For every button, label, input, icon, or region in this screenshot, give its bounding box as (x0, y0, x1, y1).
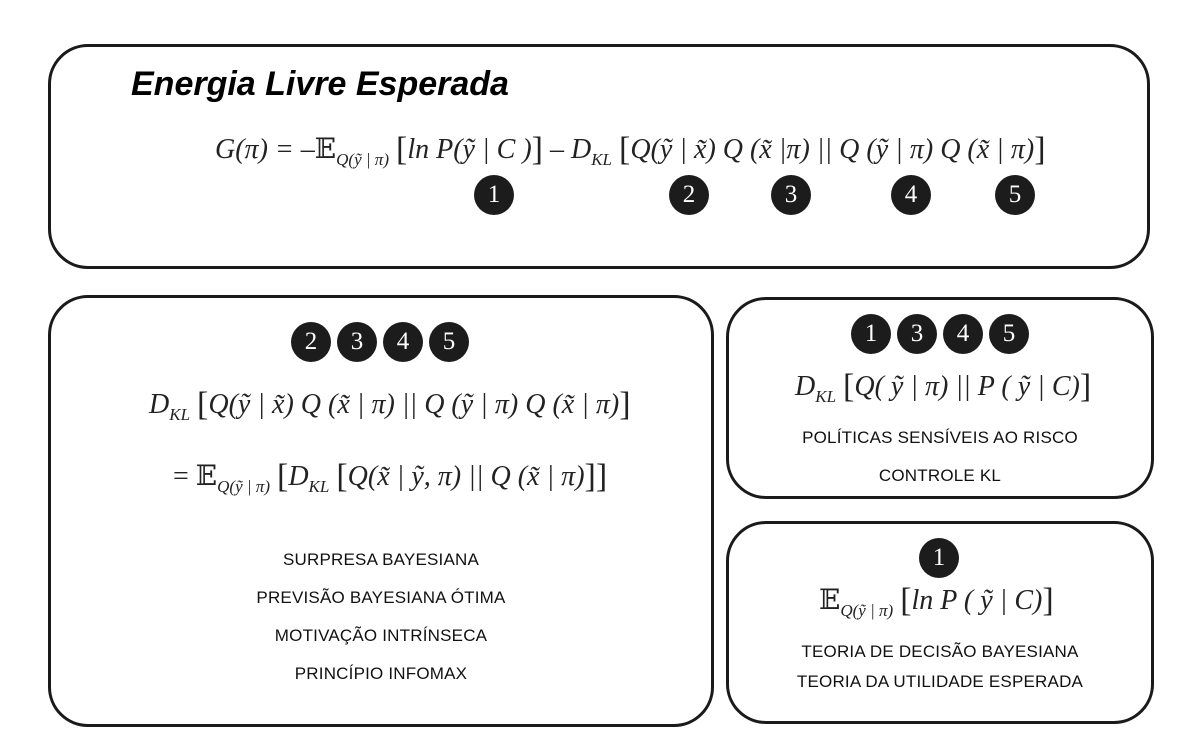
kl-term: Q(x̃ | ỹ, π) || Q (x̃ | π) (347, 461, 585, 492)
kl-operator: – D (542, 134, 592, 165)
kl-term: Q( ỹ | π) || P ( ỹ | C) (854, 371, 1080, 402)
badge-1: 1 (851, 314, 891, 354)
expected-utility-equation: 𝔼Q(ỹ | π) [ln P ( ỹ | C)] (819, 582, 1054, 620)
concept-label: MOTIVAÇÃO INTRÍNSECA (274, 626, 488, 645)
expectation-subscript: Q(ỹ | π) (217, 477, 270, 496)
panel-title: Energia Livre Esperada (131, 65, 509, 103)
badge-5: 5 (995, 175, 1035, 215)
kl-subscript: KL (591, 150, 613, 169)
concept-label: PREVISÃO BAYESIANA ÓTIMA (256, 588, 506, 607)
kl-term: Q(ỹ | x̃) Q (x̃ | π) || Q (ỹ | π) Q (x̃ … (208, 389, 620, 420)
badge-1: 1 (919, 538, 959, 578)
badge-5: 5 (989, 314, 1029, 354)
badge-4: 4 (383, 322, 423, 362)
expected-free-energy-equation: G(π) = –𝔼Q(ỹ | π) [ln P(ỹ | C )] – DKL [… (215, 131, 1046, 169)
concept-label: TEORIA DA UTILIDADE ESPERADA (796, 672, 1084, 691)
equation-lhs: G(π) = – (215, 134, 315, 165)
kl-operator: D (149, 389, 170, 420)
badge-5: 5 (429, 322, 469, 362)
badge-1: 1 (474, 175, 514, 215)
expected-kl-equation: = 𝔼Q(ỹ | π) [DKL [Q(x̃ | ỹ, π) || Q (x̃ … (173, 458, 608, 496)
concept-label: CONTROLE KL (878, 466, 1002, 485)
badge-3: 3 (897, 314, 937, 354)
expectation-symbol: 𝔼 (819, 583, 841, 616)
risk-kl-equation: DKL [Q( ỹ | π) || P ( ỹ | C)] (795, 368, 1092, 406)
expected-free-energy-panel: Energia Livre Esperada G(π) = –𝔼Q(ỹ | π)… (48, 44, 1150, 269)
kl-divergence-equation: DKL [Q(ỹ | x̃) Q (x̃ | π) || Q (ỹ | π) Q… (149, 386, 631, 424)
epistemic-value-panel: 2 3 4 5 DKL [Q(ỹ | x̃) Q (x̃ | π) || Q (… (48, 295, 714, 727)
risk-panel: 1 3 4 5 DKL [Q( ỹ | π) || P ( ỹ | C)] PO… (726, 297, 1154, 499)
expectation-symbol: 𝔼 (314, 132, 337, 165)
expectation-symbol: 𝔼 (195, 459, 218, 492)
badge-3: 3 (337, 322, 377, 362)
utility-term: ln P(ỹ | C ) (407, 134, 532, 165)
utility-term: ln P ( ỹ | C) (911, 585, 1043, 616)
badge-4: 4 (943, 314, 983, 354)
badge-2: 2 (669, 175, 709, 215)
kl-operator: D (288, 461, 309, 492)
kl-subscript: KL (169, 405, 191, 424)
utility-panel: 1 𝔼Q(ỹ | π) [ln P ( ỹ | C)] TEORIA DE DE… (726, 521, 1154, 724)
kl-operator: D (795, 371, 816, 402)
concept-label: SURPRESA BAYESIANA (282, 550, 480, 569)
concept-label: PRINCÍPIO INFOMAX (294, 664, 468, 683)
badge-4: 4 (891, 175, 931, 215)
equals-sign: = (173, 461, 196, 492)
badge-2: 2 (291, 322, 331, 362)
badge-3: 3 (771, 175, 811, 215)
concept-label: POLÍTICAS SENSÍVEIS AO RISCO (802, 428, 1078, 447)
expectation-subscript: Q(ỹ | π) (840, 601, 894, 620)
expectation-subscript: Q(ỹ | π) (336, 150, 389, 169)
kl-subscript: KL (815, 387, 837, 406)
kl-term: Q(ỹ | x̃) Q (x̃ |π) || Q (ỹ | π) Q (x̃ |… (630, 134, 1035, 165)
kl-subscript: KL (308, 477, 330, 496)
concept-label: TEORIA DE DECISÃO BAYESIANA (801, 642, 1079, 661)
